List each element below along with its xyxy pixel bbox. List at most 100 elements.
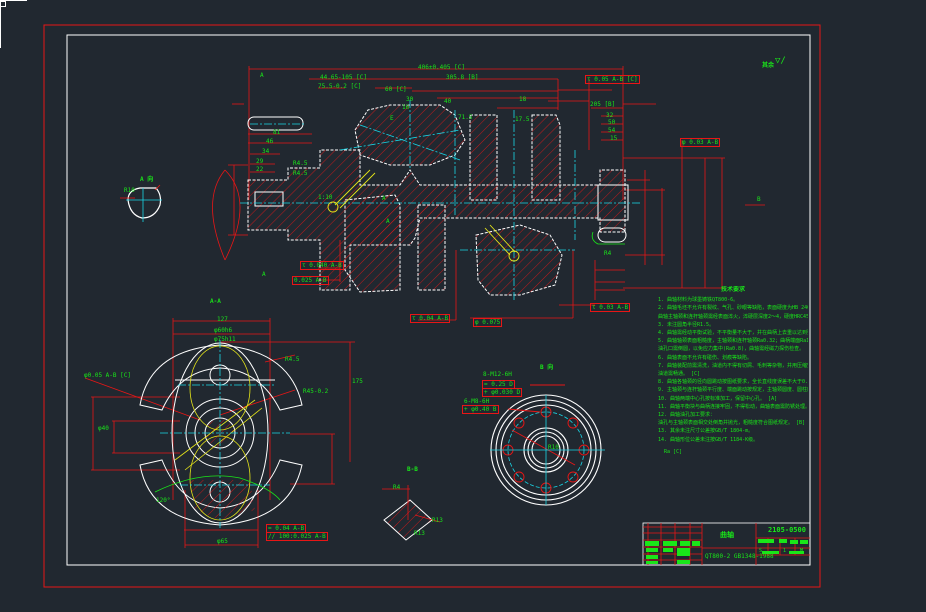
view-b-title: B 向: [540, 364, 554, 371]
dim-top-1: 44.65-105 [C]: [320, 74, 367, 81]
bb-r4: R4: [393, 484, 401, 491]
dim-top-15: 50: [608, 119, 616, 126]
aa-dim-r45-02: R45-0.2: [303, 388, 329, 395]
dim-top-7: 71.5: [458, 114, 473, 121]
aa-dim-phi75: φ75h11: [214, 336, 236, 343]
roughness-note: Ra [C]: [664, 448, 683, 455]
aa-dim-120deg: 120°: [156, 497, 171, 504]
dim-top-17: 15: [610, 135, 618, 142]
note-item: 6. 曲轴表面不允许有碰伤、划痕等缺陷。: [658, 354, 753, 361]
note-item: 10. 曲轴两端中心孔按标准加工，保留中心孔。 [A]: [658, 395, 778, 402]
note-item: 7. 曲轴装配前需清洗，油道内不得有切屑、毛刺等杂物，并用压缩空气吹净。: [658, 362, 808, 369]
cursor-crosshair-v: [0, 0, 1, 48]
section-a-small: [120, 184, 162, 222]
dim-top-4: 60 [C]: [385, 86, 407, 93]
note-item: 油孔与主轴颈表面相交处倒角并抛光，粗糙度符合图纸规定。 [B]: [658, 420, 806, 427]
dim-top-12: 18: [519, 96, 527, 103]
section-a-small-title: A 向: [140, 176, 154, 183]
dim-left-1: 46: [266, 138, 274, 145]
dim-top-13: 40: [444, 98, 452, 105]
aa-dim-127: 127: [217, 316, 228, 323]
roughness-default-label: 其余: [762, 62, 775, 69]
scale-cell-2: 1: [783, 548, 787, 554]
roughness-symbol-icon: ▽/: [775, 56, 786, 66]
note-item: 14. 曲轴形位公差未注按GB/T 1184-K级。: [658, 436, 759, 443]
note-item: 3. 未注圆角半径R1.5。: [658, 321, 715, 328]
note-item: 11. 曲轴平衡块与曲柄连接牢固，不得松动，曲轴表面需防锈处理。 [B]: [658, 403, 808, 410]
dim-top-6: 205 [B]: [590, 101, 616, 108]
section-mark-a-mid: A: [382, 195, 386, 202]
view-b-frame-2: + φ0.030 D: [482, 388, 523, 397]
title-block-grid: [642, 522, 811, 566]
dim-top-16: 54: [608, 127, 616, 134]
aa-dim-phi65: φ65: [217, 538, 228, 545]
aa-tolerance-frame-2: // 100:0.025 A-B: [266, 532, 328, 541]
title-block-fills: [645, 539, 808, 564]
aa-dim-phi40: φ40: [98, 425, 109, 432]
dim-top-10: 17.5: [515, 116, 530, 123]
scale-cell-1: S: [759, 548, 763, 554]
tolerance-frame-1: τ 0.040 A-B: [300, 261, 344, 270]
cursor-crosshair-h: [0, 0, 27, 1]
view-b-r10: R10: [548, 444, 559, 451]
view-arrow-b: B: [757, 196, 761, 203]
inner-border: [66, 34, 811, 566]
notes-title: 技术要求: [720, 286, 745, 293]
section-mark-a-mid2: A: [386, 218, 390, 225]
dim-left-8: 1:10: [318, 194, 333, 201]
tolerance-frame-runout: τ 0.05 A-B [C]: [585, 75, 640, 84]
dim-left-7: R4: [604, 250, 612, 257]
section-mark-a-top: A: [260, 72, 264, 79]
dim-left-6: R4.5: [293, 170, 308, 177]
bb-r13-b: R13: [414, 530, 425, 537]
tolerance-frame-6: φ 0.075: [473, 318, 503, 327]
view-b: [490, 384, 605, 506]
outer-frame: [43, 24, 821, 588]
keyway: [247, 116, 304, 131]
tolerance-frame-4: τ 0.04 A-B: [410, 314, 451, 323]
note-item: 13. 其余未注尺寸公差按GB/T 1804-m。: [658, 428, 754, 435]
cursor-pickbox: [0, 1, 6, 7]
aa-dim-phi60: φ60h6: [214, 327, 233, 334]
note-item: 9. 主轴颈与连杆轴颈平行度、端面跳动按规定，主轴颈圆度、圆柱度公差按规定。 […: [658, 387, 808, 394]
tolerance-frame-3: φ 0.03 A-B: [680, 138, 721, 147]
dim-top-9: 30: [406, 96, 414, 103]
section-a-small-r10: R10: [124, 187, 135, 194]
tolerance-frame-5: τ 0.03 A-B: [590, 303, 631, 312]
note-item: 曲轴主轴颈和连杆轴颈需经表面淬火，淬硬层深度2～4，硬度HRC45～55。[A]: [658, 313, 808, 320]
view-b-thread-2: 6-M8-6H: [464, 398, 490, 405]
section-bb-title: B-B: [407, 466, 418, 473]
dim-left-4: 22: [256, 166, 264, 173]
dim-top-11: E: [390, 115, 394, 122]
dim-top-3: 75.5-0.2 [C]: [318, 83, 362, 90]
aa-dim-phi-tol: φ0.05 A-B [C]: [84, 372, 131, 379]
dim-top-8: 16: [402, 104, 410, 111]
note-item: 5. 曲轴轴颈表面粗糙度，主轴颈和连杆轴颈Ra0.32；曲柄端面Ra1.6；: [658, 338, 808, 345]
aa-dim-r45: R4.5: [285, 356, 300, 363]
note-item: 8. 曲轴各轴颈的径向圆跳动按图纸要求，全长直线度误差不大于0.05 [A]: [658, 379, 808, 386]
view-b-frame-3: + φ0.40 B: [462, 405, 499, 414]
dim-left-0: 81: [273, 129, 281, 136]
bolt-holes: [502, 384, 590, 494]
note-item: 4. 曲轴需经动平衡试验，不平衡量不大于，并在曲柄上去重以达到要求。 [C]: [658, 330, 808, 337]
dim-top-14: 32: [606, 112, 614, 119]
drawing-code: 2105-0500: [768, 526, 806, 534]
dim-left-3: 29: [256, 158, 264, 165]
bb-r13-a: R13: [432, 517, 443, 524]
section-aa-view: [84, 318, 355, 548]
note-item: 2. 曲轴毛坯不允许有裂纹、气孔、砂眼等缺陷，表面硬度为HB 240～300 […: [658, 305, 808, 312]
section-aa-title: A-A: [210, 298, 221, 305]
note-item: 1. 曲轴材料为球墨铸铁QT800-6。: [658, 297, 739, 304]
dim-left-5: R4.5: [293, 160, 308, 167]
dim-top-2: 305.8 [B]: [446, 74, 479, 81]
note-item: 12. 曲轴油孔加工要求：: [658, 412, 716, 419]
scale-cell-3: M: [800, 548, 804, 554]
view-b-thread-1: 8-M12-6H: [483, 371, 512, 378]
note-item: 油道需畅通。 [C]: [658, 371, 701, 378]
material-standard: QT800-2 GB1348-1988: [705, 553, 774, 560]
section-bb-view: [382, 485, 441, 541]
tolerance-frame-2: 0.025 A-B: [292, 276, 329, 285]
aa-dim-175: 175: [352, 378, 363, 385]
note-item: 油孔口需倒圆，以免应力集中(Ra0.8)，曲轴需经磁力探伤检查。 [B]: [658, 346, 808, 353]
